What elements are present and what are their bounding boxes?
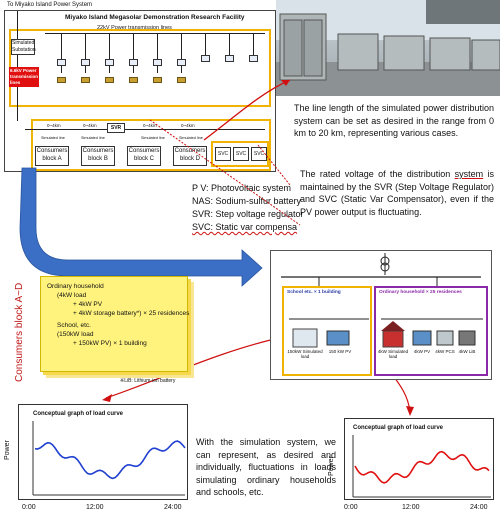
graph-left-ylabel: Power — [4, 440, 11, 460]
consumer-block-diagram: School etc. × 1 building Ordinary househ… — [270, 250, 492, 380]
school-label: School etc. × 1 building — [287, 290, 341, 295]
graph-left-tick-1: 12:00 — [86, 504, 104, 511]
red-arrow-top — [204, 80, 290, 140]
consumer-block-wiring — [271, 251, 493, 381]
red-arrow-svr — [150, 120, 300, 225]
blue-flow-arrow — [20, 168, 262, 286]
cb-line-0: Ordinary household — [47, 283, 104, 291]
house-pv-label: 4kW PV — [409, 349, 435, 354]
consumers-footnote: ※LiB: Lithium-ion battery — [120, 378, 175, 384]
graph-left-tick-2: 24:00 — [164, 504, 182, 511]
school-load-label: 150kW Simulated load — [287, 349, 323, 359]
house-lib-label: 4kW LiB — [455, 349, 479, 354]
house-load-label: 4kW Simulated load — [377, 349, 409, 359]
school-pv-label: 150 kW PV — [323, 349, 357, 354]
load-curve-left — [35, 441, 185, 478]
load-curve-right — [355, 452, 489, 483]
consumers-side-label: Consumers block A~D — [14, 283, 25, 382]
red-arrow-graph-right-head — [406, 406, 414, 416]
load-curve-graph-right: Conceptual graph of load curve — [344, 418, 494, 500]
red-arrow-graph-left-head — [102, 394, 112, 402]
cb-line-6: + 150kW PV) × 1 building — [73, 340, 147, 348]
graph-right-tick-0: 0:00 — [344, 504, 358, 511]
graph-right-tick-1: 12:00 — [402, 504, 420, 511]
graph-right-plot — [345, 419, 495, 501]
consumers-detail-block: Ordinary household (4kW load + 4kW PV + … — [40, 276, 188, 372]
graph-left-tick-0: 0:00 — [22, 504, 36, 511]
household-label: Ordinary household × 25 residences — [379, 290, 462, 295]
graph-left-plot — [19, 405, 189, 501]
load-curve-graph-left: Conceptual graph of load curve — [18, 404, 188, 500]
cb-line-5: (150kW load — [57, 331, 94, 339]
consumers-side-label-wrap: Consumers block A~D — [0, 292, 24, 382]
graph-right-ylabel: Power — [328, 456, 335, 476]
graph-right-tick-2: 24:00 — [470, 504, 488, 511]
desc-simulation: With the simulation system, we can repre… — [196, 436, 336, 499]
red-arrow-svc — [258, 145, 290, 185]
cb-line-3: + 4kW storage battery*) × 25 residences — [73, 310, 189, 318]
cb-line-1: (4kW load — [57, 292, 86, 300]
cb-line-4: School, etc. — [57, 322, 91, 330]
house-pcs-label: 4kW PCS — [433, 349, 457, 354]
cb-line-2: + 4kW PV — [73, 301, 102, 309]
